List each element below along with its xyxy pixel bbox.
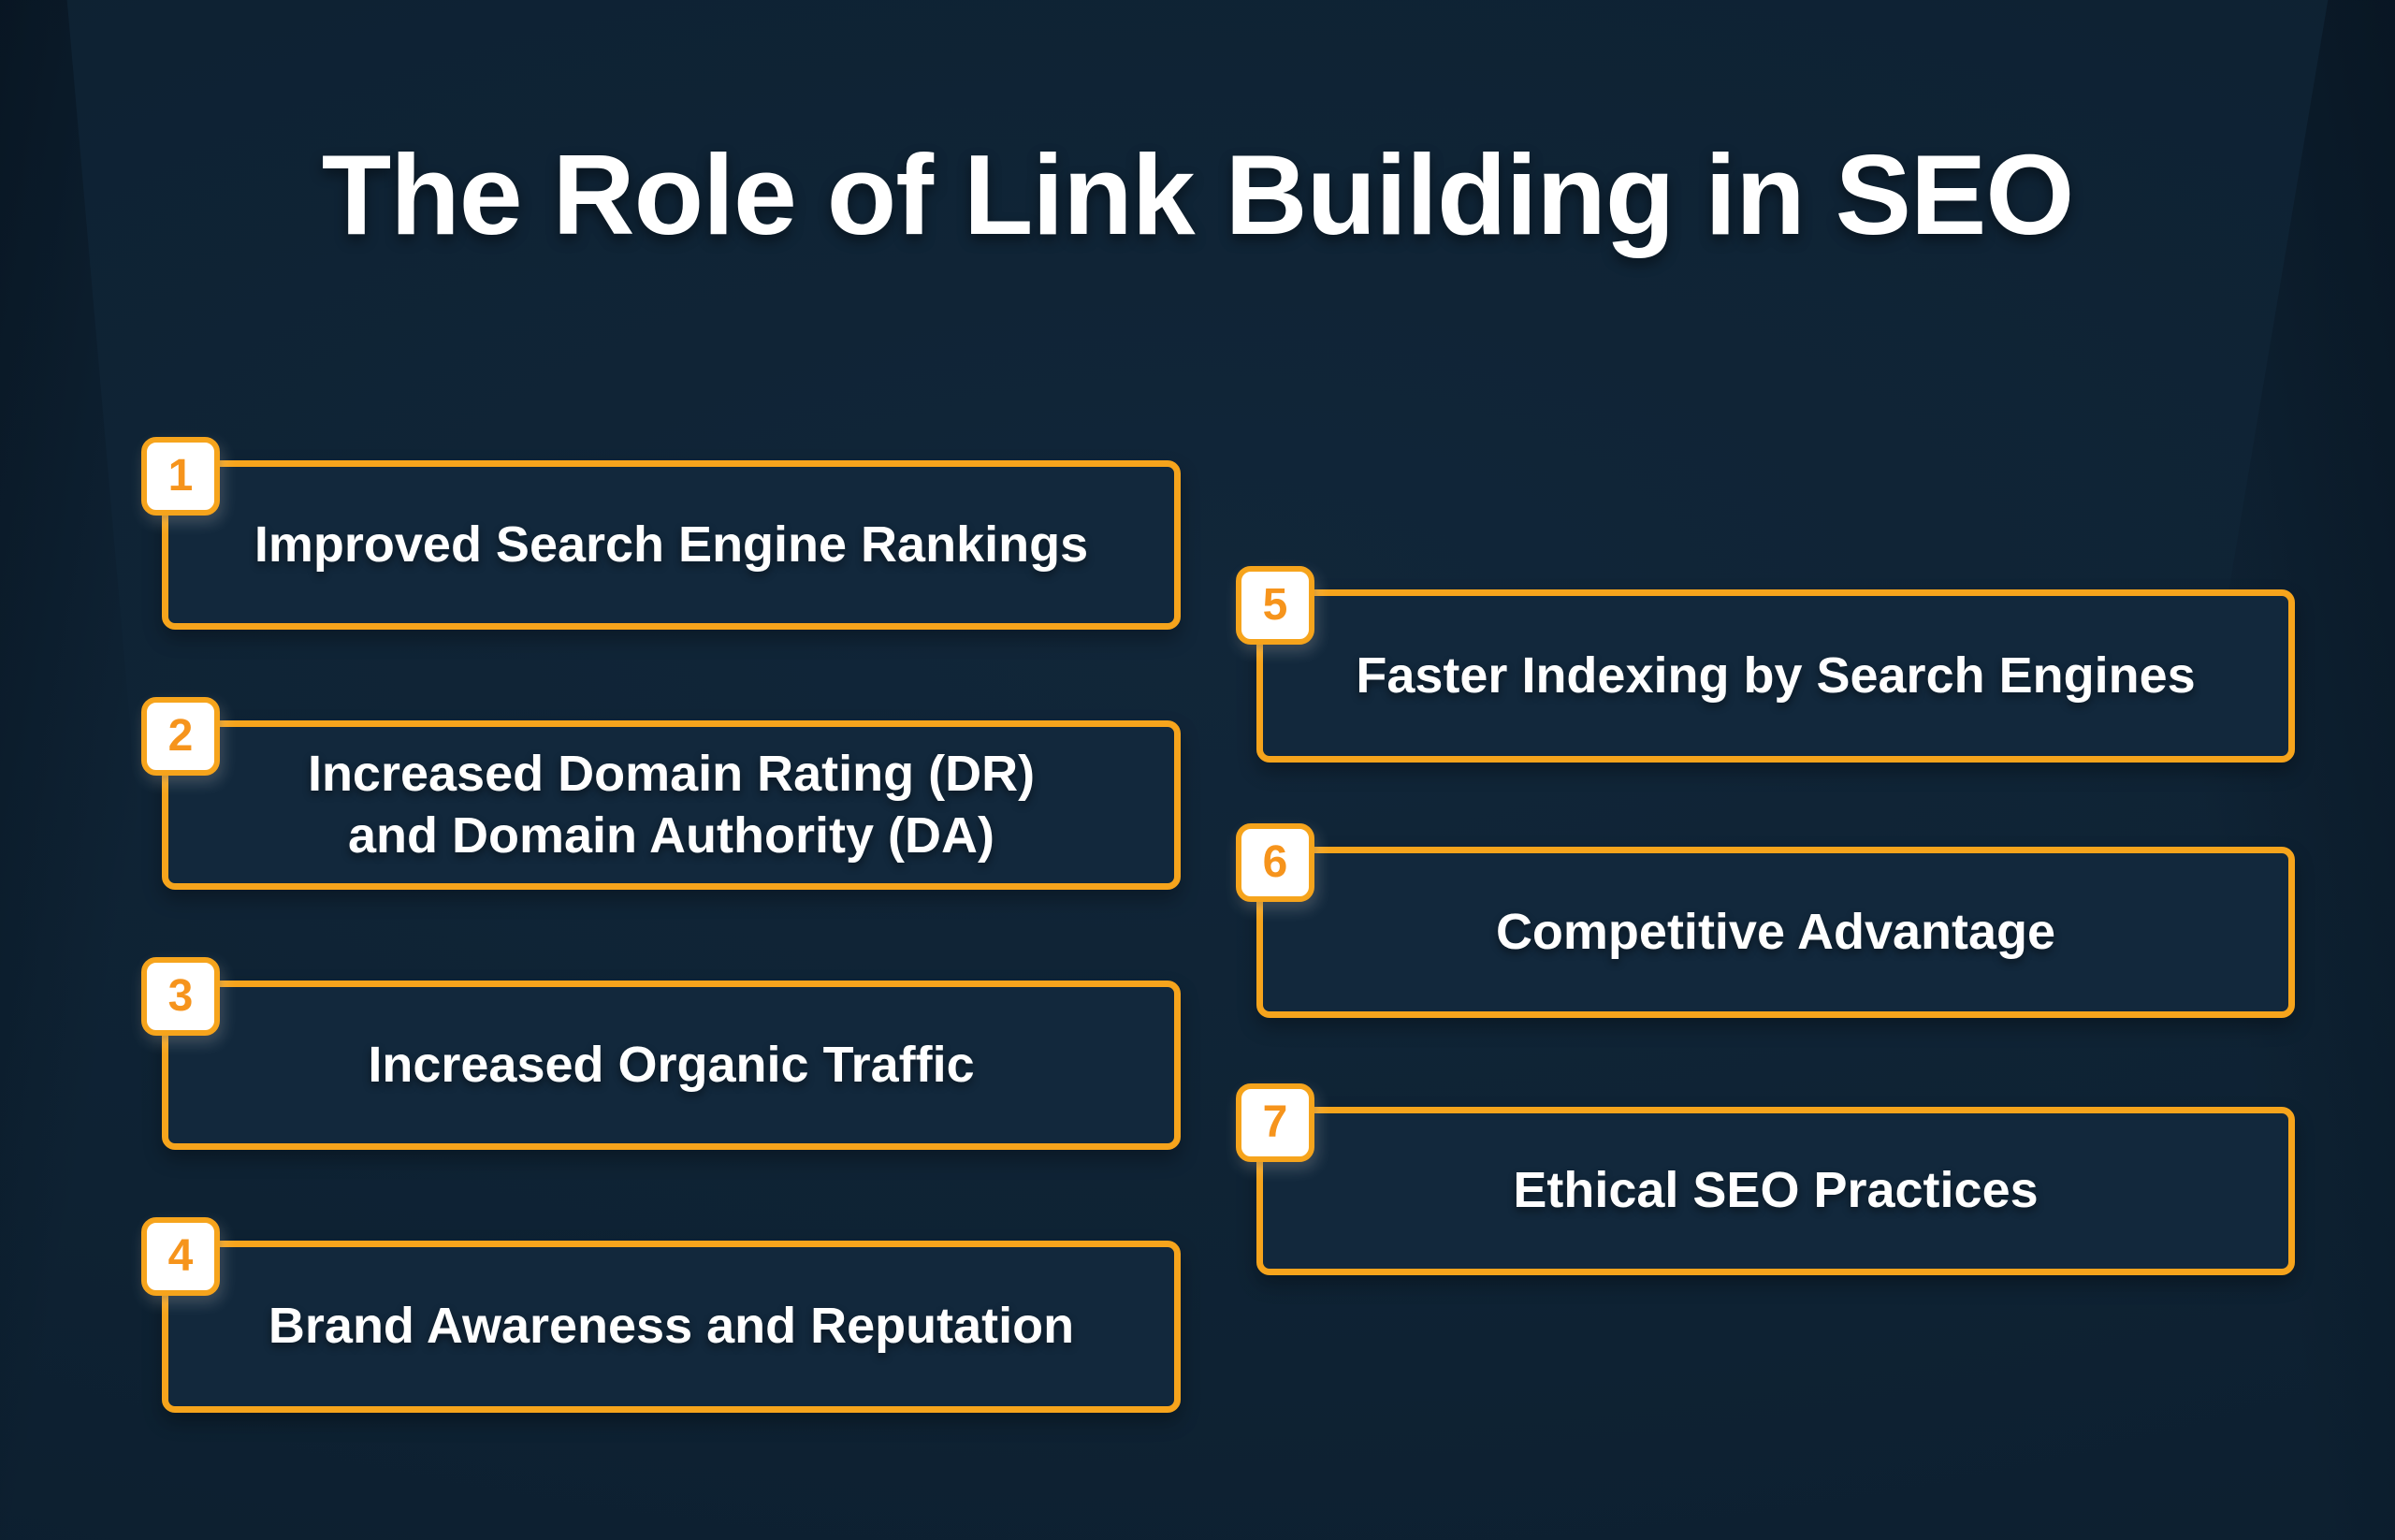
badge-number-6: 6	[1262, 837, 1288, 887]
benefit-box-1: 1 Improved Search Engine Rankings	[141, 437, 1181, 630]
number-badge-7: 7	[1236, 1083, 1314, 1162]
benefit-label-3: Increased Organic Traffic	[368, 1036, 975, 1093]
number-badge-6: 6	[1236, 823, 1314, 902]
benefit-box-4: 4 Brand Awareness and Reputation	[141, 1217, 1181, 1413]
badge-number-2: 2	[167, 711, 194, 761]
badge-number-1: 1	[167, 451, 194, 501]
number-badge-1: 1	[141, 437, 220, 516]
benefit-label-7: Ethical SEO Practices	[1513, 1162, 2039, 1219]
badge-number-4: 4	[167, 1231, 194, 1281]
number-badge-2: 2	[141, 697, 220, 776]
benefit-label-2: Increased Domain Rating (DR) and Domain …	[307, 745, 1036, 864]
benefit-box-3: 3 Increased Organic Traffic	[141, 957, 1181, 1150]
number-badge-5: 5	[1236, 566, 1314, 645]
benefit-box-2: 2 Increased Domain Rating (DR) and Domai…	[141, 697, 1181, 890]
benefit-label-6: Competitive Advantage	[1495, 903, 2056, 960]
number-badge-4: 4	[141, 1217, 220, 1296]
page-title: The Role of Link Building in SEO	[321, 131, 2075, 258]
benefit-box-7: 7 Ethical SEO Practices	[1236, 1083, 2295, 1275]
badge-number-7: 7	[1262, 1097, 1288, 1147]
badge-number-5: 5	[1262, 580, 1288, 630]
number-badge-3: 3	[141, 957, 220, 1036]
benefit-label-4: Brand Awareness and Reputation	[268, 1298, 1075, 1355]
badge-number-3: 3	[167, 971, 194, 1021]
benefit-box-6: 6 Competitive Advantage	[1236, 823, 2295, 1018]
benefit-label-1: Improved Search Engine Rankings	[254, 516, 1089, 573]
benefit-box-5: 5 Faster Indexing by Search Engines	[1236, 566, 2295, 763]
benefit-label-5: Faster Indexing by Search Engines	[1356, 647, 2196, 704]
